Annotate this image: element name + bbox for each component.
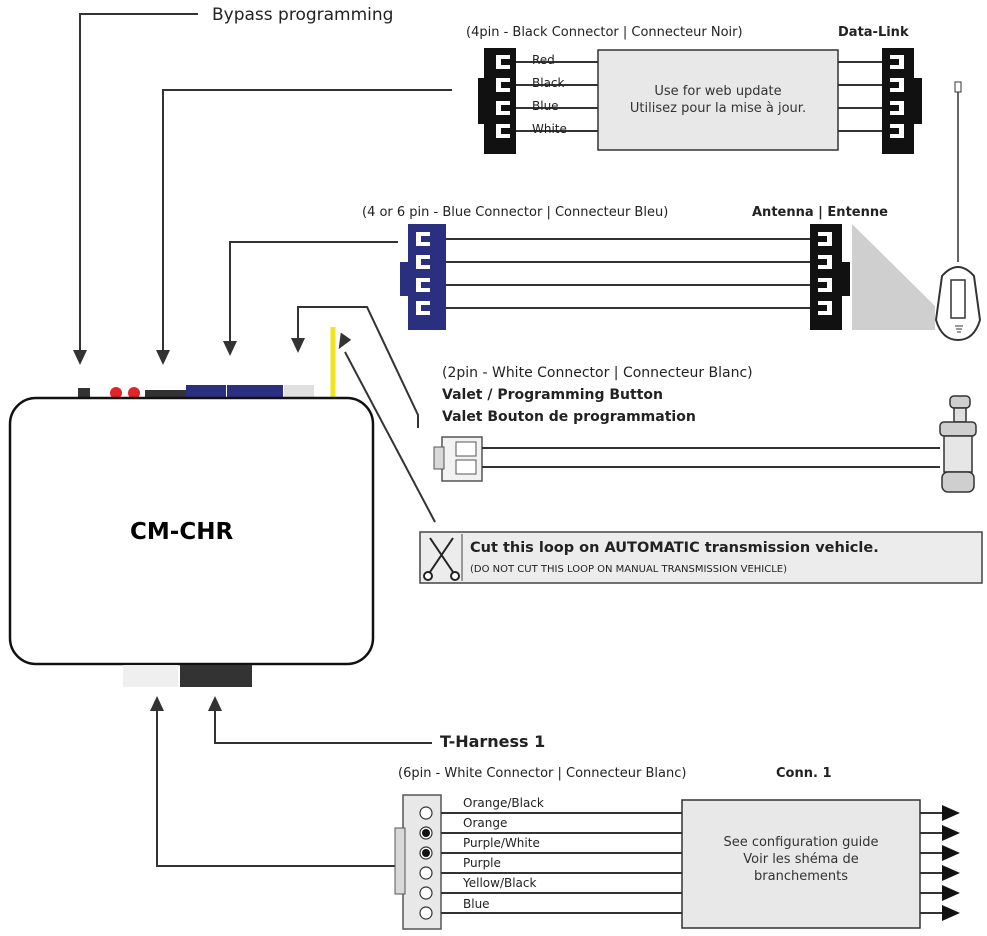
harness-connector: [394, 794, 442, 930]
antenna-header: (4 or 6 pin - Blue Connector | Connecteu…: [362, 205, 669, 220]
cut-loop-banner: [419, 531, 983, 584]
harness-wire-label: Yellow/Black: [463, 876, 537, 890]
bypass-label: Bypass programming: [212, 5, 394, 25]
harness-note: See configuration guide Voir les shéma d…: [682, 835, 920, 886]
datalink-arrow: [162, 89, 452, 352]
harness-output-arrows: [942, 805, 960, 921]
harness-wire-label: Purple: [463, 856, 501, 870]
datalink-wires: [516, 61, 882, 132]
harness-wires-right: [920, 812, 944, 914]
bottom-connector-left: [123, 665, 178, 687]
harness-note-line3: branchements: [754, 868, 848, 884]
datalink-note-box: [597, 49, 839, 151]
harness-title: T-Harness 1: [440, 732, 546, 751]
harness-arrow: [214, 709, 432, 744]
antenna-connector-left: [400, 224, 446, 330]
datalink-wire-label: Blue: [532, 99, 559, 113]
antenna-title: Antenna | Entenne: [752, 205, 888, 220]
datalink-header: (4pin - Black Connector | Connecteur Noi…: [466, 25, 743, 40]
datalink-connector-left: [478, 48, 516, 154]
harness-wire-label: Blue: [463, 897, 490, 911]
conn1-arrow: [156, 709, 400, 867]
valet-title-2: Valet Bouton de programmation: [442, 409, 696, 425]
harness-note-box: [681, 799, 921, 929]
bypass-arrow: [79, 13, 198, 352]
harness-conn: Conn. 1: [776, 766, 832, 781]
antenna-arrow: [229, 241, 398, 343]
antenna-connector-right: [810, 224, 850, 330]
cm-chr-module: [8, 396, 375, 666]
datalink-connector-right: [882, 48, 922, 154]
cut-loop-main: Cut this loop on AUTOMATIC transmission …: [470, 540, 879, 556]
harness-wire-label: Orange/Black: [463, 796, 544, 810]
harness-wire-label: Purple/White: [463, 836, 540, 850]
harness-note-line1: See configuration guide: [723, 835, 879, 850]
valet-wires: [482, 447, 940, 468]
datalink-wire-label: Black: [532, 76, 565, 90]
datalink-note-line2: Utilisez pour la mise à jour.: [629, 100, 807, 116]
harness-wire-label: Orange: [463, 816, 508, 830]
antenna-module-icon: [934, 266, 982, 342]
datalink-note: Use for web update Utilisez pour la mise…: [598, 84, 838, 118]
valet-connector: [433, 436, 483, 482]
bottom-connector-right: [180, 665, 252, 687]
scissors-icon: [423, 537, 460, 581]
harness-note-line2: Voir les shéma de: [743, 851, 859, 867]
harness-wires-left: [441, 812, 682, 914]
datalink-note-line1: Use for web update: [654, 84, 782, 99]
valet-header: (2pin - White Connector | Connecteur Bla…: [442, 365, 753, 381]
harness-header: (6pin - White Connector | Connecteur Bla…: [398, 766, 687, 781]
valet-button-icon: [939, 395, 977, 493]
datalink-wire-label: White: [532, 122, 567, 136]
datalink-title: Data-Link: [838, 25, 909, 40]
antenna-wires: [446, 238, 810, 309]
bypass-arrowhead: [73, 350, 87, 365]
cut-loop-pointer: [344, 351, 436, 523]
valet-title-1: Valet / Programming Button: [442, 387, 663, 403]
valet-arrow: [297, 306, 419, 428]
cut-loop-sub: (DO NOT CUT THIS LOOP ON MANUAL TRANSMIS…: [470, 564, 788, 575]
datalink-wire-label: Red: [532, 53, 555, 67]
module-label: CM-CHR: [130, 519, 234, 545]
antenna-wedge: [852, 224, 935, 330]
